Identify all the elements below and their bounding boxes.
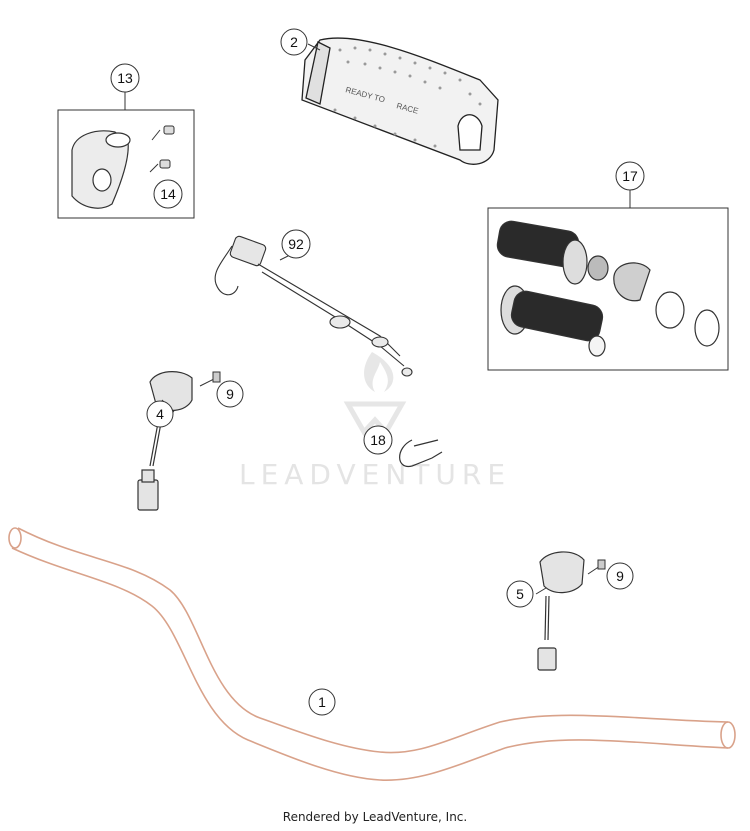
svg-text:4: 4 xyxy=(156,406,164,422)
svg-text:2: 2 xyxy=(290,34,298,50)
throttle-cables xyxy=(214,235,413,377)
grips-group xyxy=(487,207,729,371)
callout-5: 5 xyxy=(506,580,534,608)
grip-bottom xyxy=(500,285,606,357)
watermark: LEADVENTURE xyxy=(239,352,511,491)
callout-13: 13 xyxy=(110,63,140,93)
grip-rings xyxy=(613,262,720,347)
svg-text:1: 1 xyxy=(318,694,326,710)
grip-top xyxy=(496,220,609,285)
svg-text:13: 13 xyxy=(117,70,133,86)
screw-14 xyxy=(149,125,175,173)
svg-text:92: 92 xyxy=(288,236,304,252)
handlebar-pad: READY TO RACE xyxy=(301,37,499,165)
screw-9-right xyxy=(587,559,606,575)
callout-18: 18 xyxy=(363,425,393,455)
footer-credit: Rendered by LeadVenture, Inc. xyxy=(282,810,468,824)
callout-1: 1 xyxy=(308,688,336,716)
switch-4 xyxy=(137,371,193,511)
callout-4: 4 xyxy=(146,400,174,428)
watermark-logo-icon xyxy=(343,352,407,437)
svg-text:9: 9 xyxy=(616,568,624,584)
handlebar xyxy=(8,527,736,781)
callout-92: 92 xyxy=(281,229,311,259)
leader-lines xyxy=(124,43,631,595)
watermark-text: LEADVENTURE xyxy=(239,458,511,491)
callout-2: 2 xyxy=(280,28,308,56)
callout-14: 14 xyxy=(153,179,183,209)
svg-text:14: 14 xyxy=(160,186,176,202)
callout-17: 17 xyxy=(615,161,645,191)
throttle-housing-group xyxy=(57,109,195,219)
svg-text:17: 17 xyxy=(622,168,638,184)
svg-text:5: 5 xyxy=(516,586,524,602)
callout-9-right: 9 xyxy=(606,562,634,590)
switch-5 xyxy=(537,551,585,671)
callout-9-left: 9 xyxy=(216,380,244,408)
cable-tie xyxy=(399,439,443,467)
svg-text:9: 9 xyxy=(226,386,234,402)
screw-9-left xyxy=(199,371,221,387)
svg-text:18: 18 xyxy=(370,432,386,448)
throttle-housing xyxy=(71,130,131,209)
